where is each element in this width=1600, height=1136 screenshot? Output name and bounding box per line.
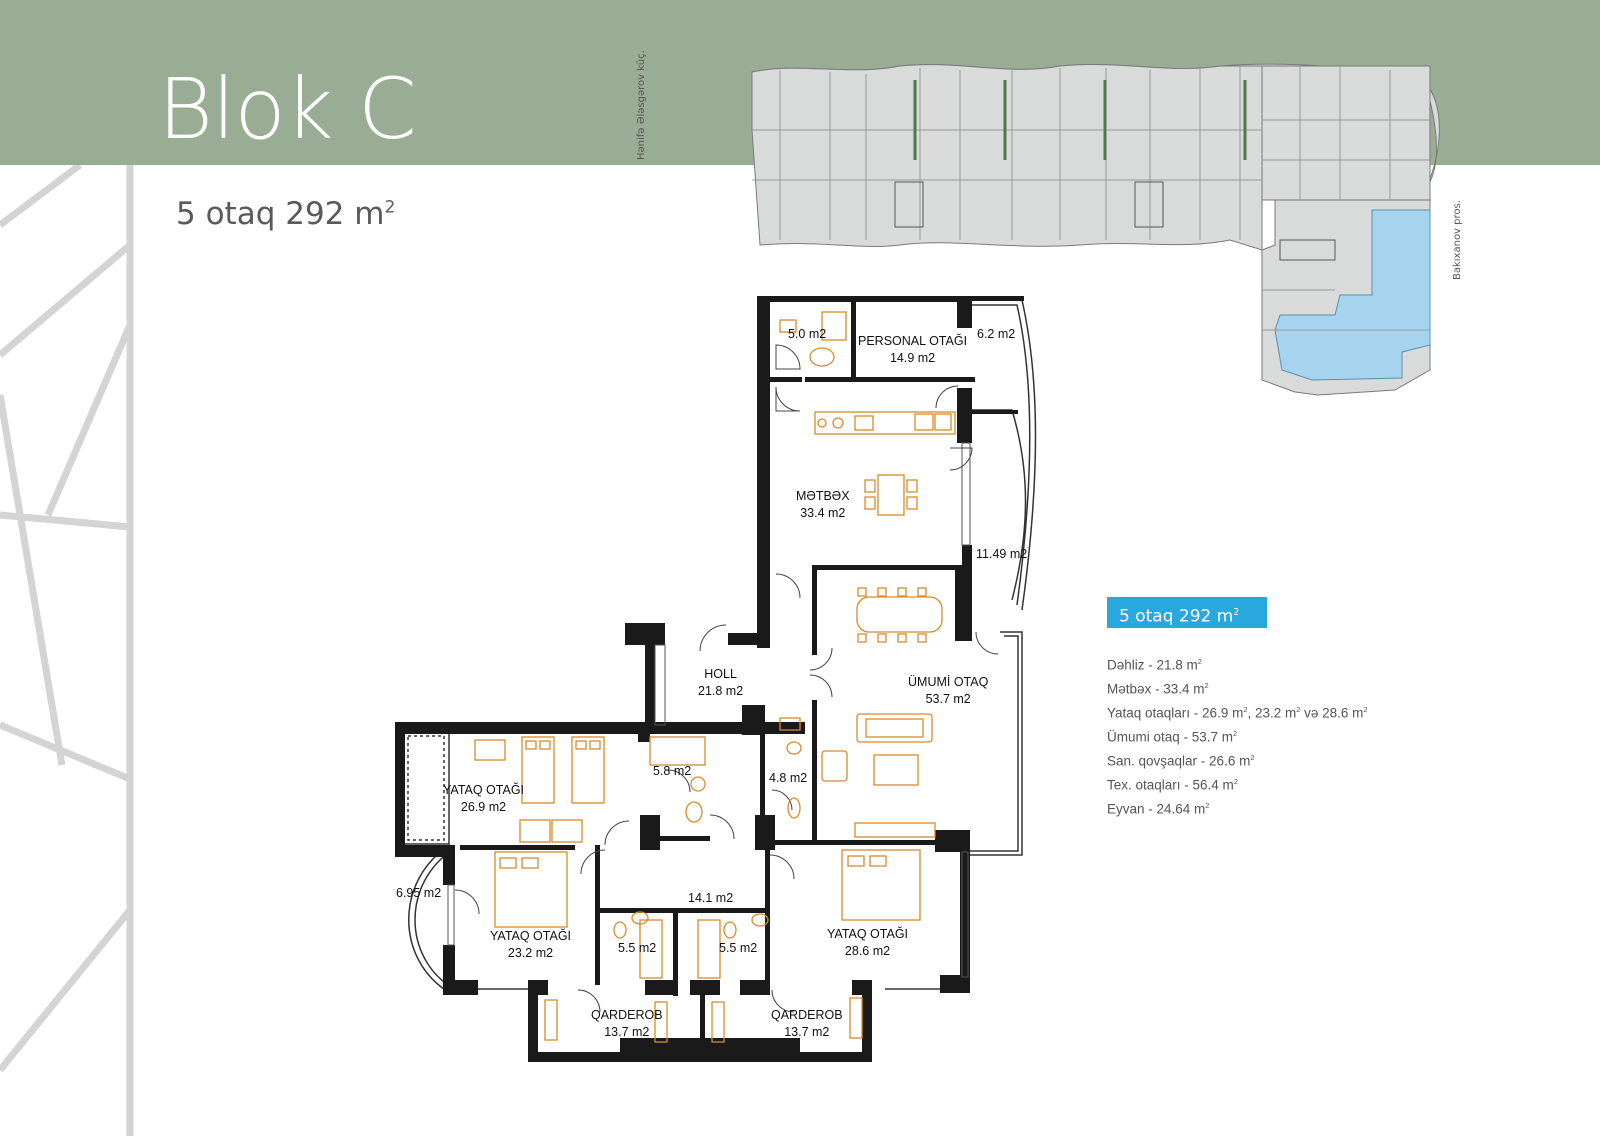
summary-list: Dəhliz - 21.8 m2 Mətbəx - 33.4 m2 Yataq … [1107,650,1368,818]
floor-plan-windows [447,442,971,978]
site-plan-walls [752,66,1430,331]
spec-item: Mətbəx - 33.4 m2 [1107,681,1209,697]
floor-plan-doors [454,344,999,1013]
room-bath-1-label: 5.8 m2 [653,764,692,778]
room-bath-3-label: 5.5 m2 [618,941,657,955]
apartment-sup: 2 [384,197,396,218]
spec-item: Yataq otaqları - 26.9 m2, 23.2 m2 və 28.… [1107,705,1368,721]
floor-plan-outlines [402,299,1037,994]
spec-item: San. qovşaqlar - 26.6 m2 [1107,753,1255,769]
room-bath-4-label: 5.5 m2 [719,941,758,955]
summary-badge: 5 otaq 292 m2 [1107,597,1267,628]
apartment-rooms-text: 5 otaq 292 m [176,196,385,232]
apartment-subtitle: 5 otaq 292 m2 [176,196,395,232]
site-plan-stairs [894,181,1336,261]
floor-plan-walls [395,296,1024,1062]
site-plan-highlight [1274,209,1431,381]
room-corridor-label: 14.1 m2 [688,891,734,905]
site-plan-green-accents [913,80,1247,160]
room-balcony-1-label: 6.2 m2 [977,327,1016,341]
room-wc-label: 5.0 m2 [788,327,827,341]
spec-item: Tex. otaqları - 56.4 m2 [1107,777,1238,793]
spec-item: Eyvan - 24.64 m2 [1107,801,1210,817]
page-title: Blok C [158,60,417,158]
room-balcony-3-label: 6.95 m2 [396,886,442,900]
spec-item: Dəhliz - 21.8 m2 [1107,657,1202,673]
floor-plan-furniture [474,311,956,1043]
room-bath-2-label: 4.8 m2 [769,771,808,785]
site-plan [751,63,1440,396]
room-balcony-2-label: 11.49 m2 [976,547,1028,561]
spec-item: Ümumi otaq - 53.7 m2 [1107,729,1238,745]
decorative-lines [0,165,134,1136]
